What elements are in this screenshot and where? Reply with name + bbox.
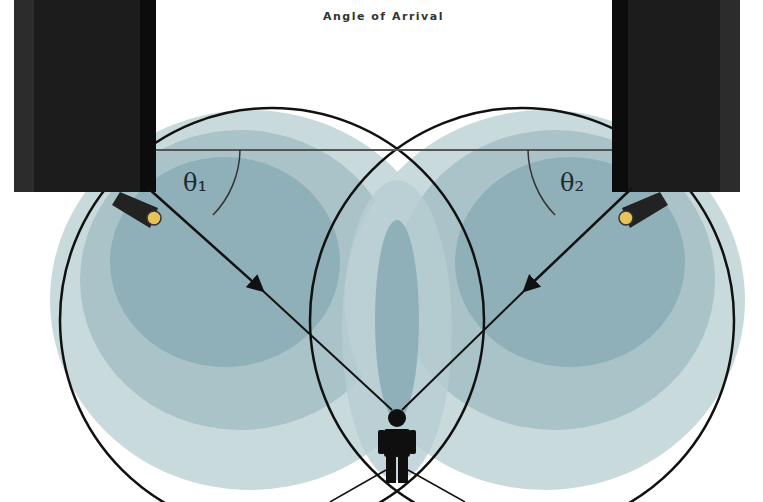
angle-label: θ₂ [560, 169, 584, 197]
overlap-zone [342, 180, 452, 480]
arrival-ray [262, 290, 392, 410]
arrival-arrow [525, 188, 632, 290]
arrival-arrow [148, 188, 262, 290]
angle-label: θ₁ [183, 169, 207, 197]
diagram-title: Angle of Arrival [323, 10, 444, 23]
ray-extension [330, 470, 465, 502]
baseline [150, 149, 618, 151]
speaker-right [612, 0, 740, 228]
speaker-left [14, 0, 161, 228]
arrival-ray [402, 290, 525, 410]
overlap-core [375, 220, 419, 420]
angle-arc [528, 150, 555, 215]
angle-arc [213, 150, 240, 215]
person-figure [378, 409, 416, 483]
